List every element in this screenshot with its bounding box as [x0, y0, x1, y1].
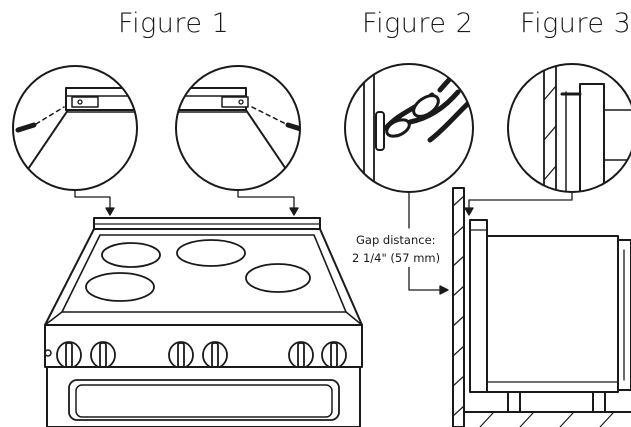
figure-1-leaders: [74, 189, 299, 216]
figure-3-detail: [507, 63, 631, 193]
burner-elements: [85, 239, 311, 302]
figure-2-detail: [344, 63, 474, 193]
figure-2-3-leaders: [408, 191, 573, 295]
range-illustration: [44, 217, 363, 427]
figure-1-detail-left: [12, 65, 138, 191]
figure-2-label: Figure 2: [362, 8, 474, 39]
figure-1-detail-right: [175, 65, 301, 191]
control-knobs: [56, 341, 347, 369]
side-view: [452, 187, 631, 427]
figure-3-label: Figure 3: [520, 8, 631, 39]
figure-1-label: Figure 1: [118, 8, 230, 39]
gap-distance-title: Gap distance:: [356, 232, 436, 249]
gap-distance-value: 2 1/4" (57 mm): [352, 250, 441, 267]
